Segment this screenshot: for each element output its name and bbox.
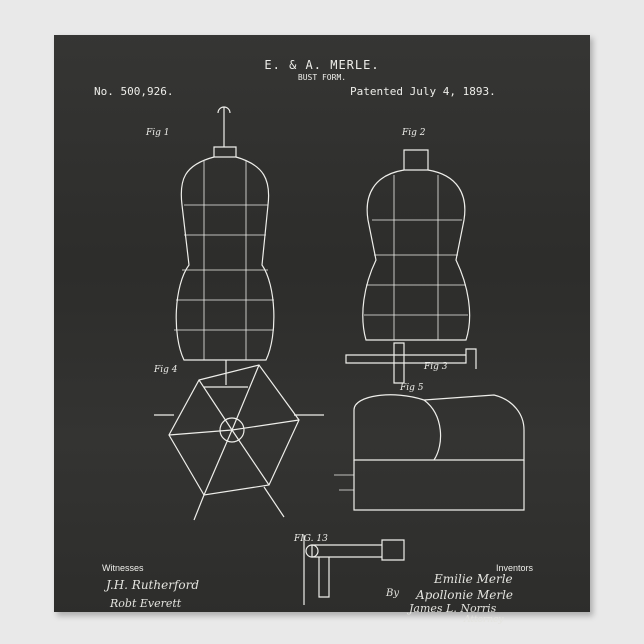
attorney-label: Attorney	[464, 615, 504, 625]
inventor-signature-1: Emilie Merle	[434, 572, 513, 586]
fig5-block	[334, 395, 524, 510]
witness-signature-2: Robt Everett	[110, 597, 181, 610]
by-label: By	[386, 588, 399, 599]
witnesses-label: Witnesses	[102, 563, 144, 573]
inventor-signature-2: Apollonie Merle	[416, 588, 513, 602]
fig3-mechanism	[346, 343, 476, 383]
fig4-hexagon-mechanism	[154, 365, 324, 520]
patent-poster: E. & A. MERLE. BUST FORM. No. 500,926. P…	[54, 35, 590, 612]
fig1-bust-form	[174, 107, 274, 387]
witness-signature-1: J.H. Rutherford	[106, 578, 199, 592]
attorney-signature: James L. Norris	[409, 602, 496, 615]
patent-drawing	[54, 35, 590, 612]
fig2-bust-form	[363, 150, 470, 340]
